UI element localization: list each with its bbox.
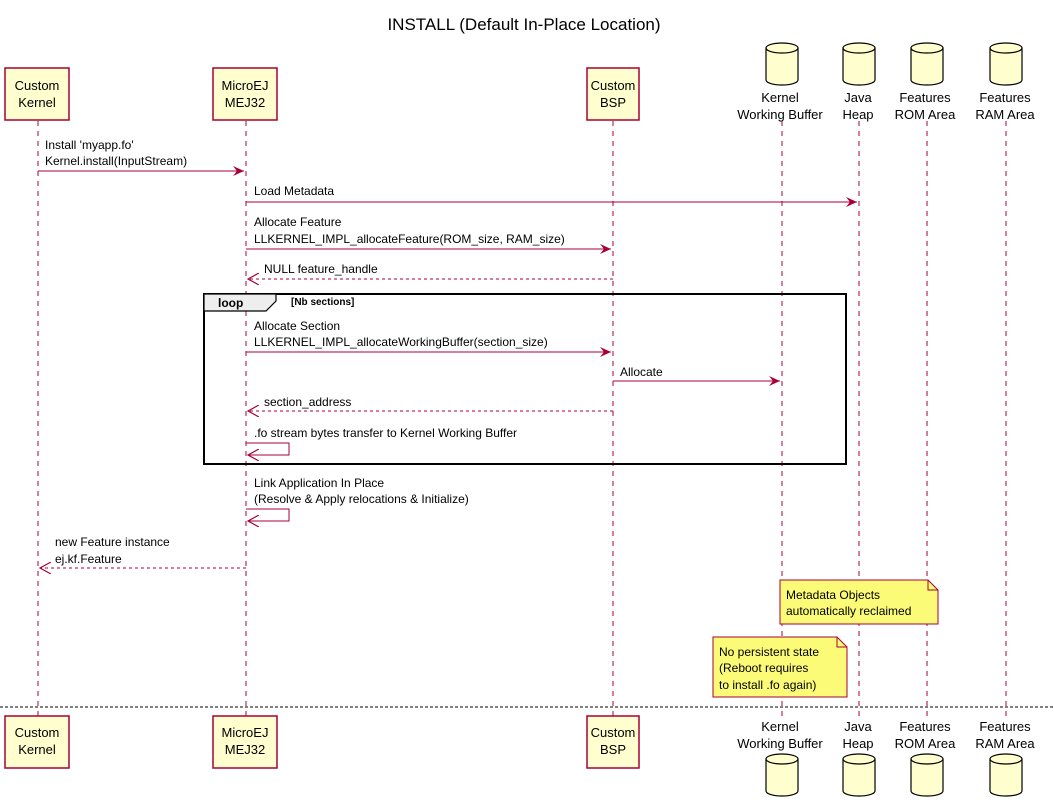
participant-label: BSP: [600, 95, 626, 110]
message-label: Allocate Section: [254, 319, 340, 333]
message-label: Link Application In Place: [254, 476, 384, 490]
participant-label: Kernel: [761, 90, 799, 105]
participant-label: ROM Area: [895, 736, 956, 751]
message-label: Install 'myapp.fo': [45, 138, 134, 152]
message-section-address: section_address: [248, 395, 613, 411]
participant-label: Features: [979, 90, 1031, 105]
database-kernel-buffer-bottom: Kernel Working Buffer: [737, 719, 823, 797]
message-label: Kernel.install(InputStream): [45, 154, 187, 168]
database-rom-area-top: Features ROM Area: [895, 42, 956, 122]
participant-label: Custom: [591, 725, 636, 740]
participant-label: RAM Area: [975, 736, 1035, 751]
message-label: Load Metadata: [254, 184, 334, 198]
loop-condition: [Nb sections]: [291, 297, 354, 308]
participant-label: Heap: [842, 736, 873, 751]
participant-label: Java: [844, 719, 872, 734]
loop-keyword: loop: [218, 296, 243, 310]
message-label: LLKERNEL_IMPL_allocateWorkingBuffer(sect…: [254, 335, 548, 349]
participant-label: Heap: [842, 107, 873, 122]
participant-label: BSP: [600, 742, 626, 757]
loop-frame: loop [Nb sections]: [203, 293, 847, 465]
message-label: ej.kf.Feature: [55, 552, 122, 566]
message-install: Install 'myapp.fo' Kernel.install(InputS…: [38, 138, 244, 176]
participant-custom-kernel-bottom: Custom Kernel: [4, 715, 70, 769]
message-new-feature: new Feature instance ej.kf.Feature: [40, 535, 246, 568]
participant-label: MicroEJ: [222, 78, 269, 93]
message-label: section_address: [264, 395, 351, 409]
participant-microej-top: MicroEJ MEJ32: [212, 67, 278, 121]
message-stream-transfer: .fo stream bytes transfer to Kernel Work…: [246, 426, 517, 455]
participant-label: Custom: [591, 78, 636, 93]
message-link-in-place: Link Application In Place (Resolve & App…: [246, 476, 469, 521]
message-allocate: Allocate: [613, 365, 780, 386]
database-kernel-buffer-top: Kernel Working Buffer: [737, 42, 823, 122]
diagram-title: INSTALL (Default In-Place Location): [387, 15, 660, 34]
participant-custom-kernel-top: Custom Kernel: [4, 67, 70, 121]
message-label: .fo stream bytes transfer to Kernel Work…: [254, 426, 517, 440]
note-text: Metadata Objects: [786, 588, 880, 602]
participant-label: Features: [979, 719, 1031, 734]
message-allocate-section: Allocate Section LLKERNEL_IMPL_allocateW…: [246, 319, 611, 357]
message-label: NULL feature_handle: [264, 262, 378, 276]
database-ram-area-top: Features RAM Area: [975, 42, 1035, 122]
participant-label: Kernel: [18, 742, 56, 757]
participant-label: Working Buffer: [737, 736, 823, 751]
participant-label: Features: [899, 719, 951, 734]
participant-label: Kernel: [761, 719, 799, 734]
database-rom-area-bottom: Features ROM Area: [895, 719, 956, 797]
message-allocate-feature: Allocate Feature LLKERNEL_IMPL_allocateF…: [246, 215, 611, 254]
participant-label: RAM Area: [975, 107, 1035, 122]
message-label: new Feature instance: [55, 535, 170, 549]
message-label: Allocate: [620, 365, 663, 379]
database-java-heap-top: Java Heap: [842, 42, 876, 122]
participant-label: ROM Area: [895, 107, 956, 122]
participant-label: Features: [899, 90, 951, 105]
participant-label: Working Buffer: [737, 107, 823, 122]
participant-microej-bottom: MicroEJ MEJ32: [212, 715, 278, 769]
participant-label: Custom: [15, 725, 60, 740]
note-text: to install .fo again): [719, 678, 816, 692]
note-metadata-reclaimed: Metadata Objects automatically reclaimed: [779, 579, 939, 625]
message-label: Allocate Feature: [254, 215, 342, 229]
participant-label: Custom: [15, 78, 60, 93]
note-text: automatically reclaimed: [786, 604, 911, 618]
participant-custom-bsp-bottom: Custom BSP: [586, 715, 640, 769]
participant-label: MicroEJ: [222, 725, 269, 740]
message-null-handle: NULL feature_handle: [248, 262, 613, 279]
message-load-metadata: Load Metadata: [246, 184, 857, 207]
participant-custom-bsp-top: Custom BSP: [586, 67, 640, 121]
lifelines: [37, 121, 1007, 716]
database-ram-area-bottom: Features RAM Area: [975, 719, 1035, 797]
participant-label: Java: [844, 90, 872, 105]
participant-label: Kernel: [18, 95, 56, 110]
database-java-heap-bottom: Java Heap: [842, 719, 876, 797]
message-label: (Resolve & Apply relocations & Initializ…: [254, 492, 469, 506]
note-text: No persistent state: [719, 645, 819, 659]
note-text: (Reboot requires: [719, 661, 808, 675]
message-label: LLKERNEL_IMPL_allocateFeature(ROM_size, …: [254, 232, 565, 246]
note-no-persistent-state: No persistent state (Reboot requires to …: [712, 636, 848, 698]
participant-label: MEJ32: [225, 742, 265, 757]
participant-label: MEJ32: [225, 95, 265, 110]
